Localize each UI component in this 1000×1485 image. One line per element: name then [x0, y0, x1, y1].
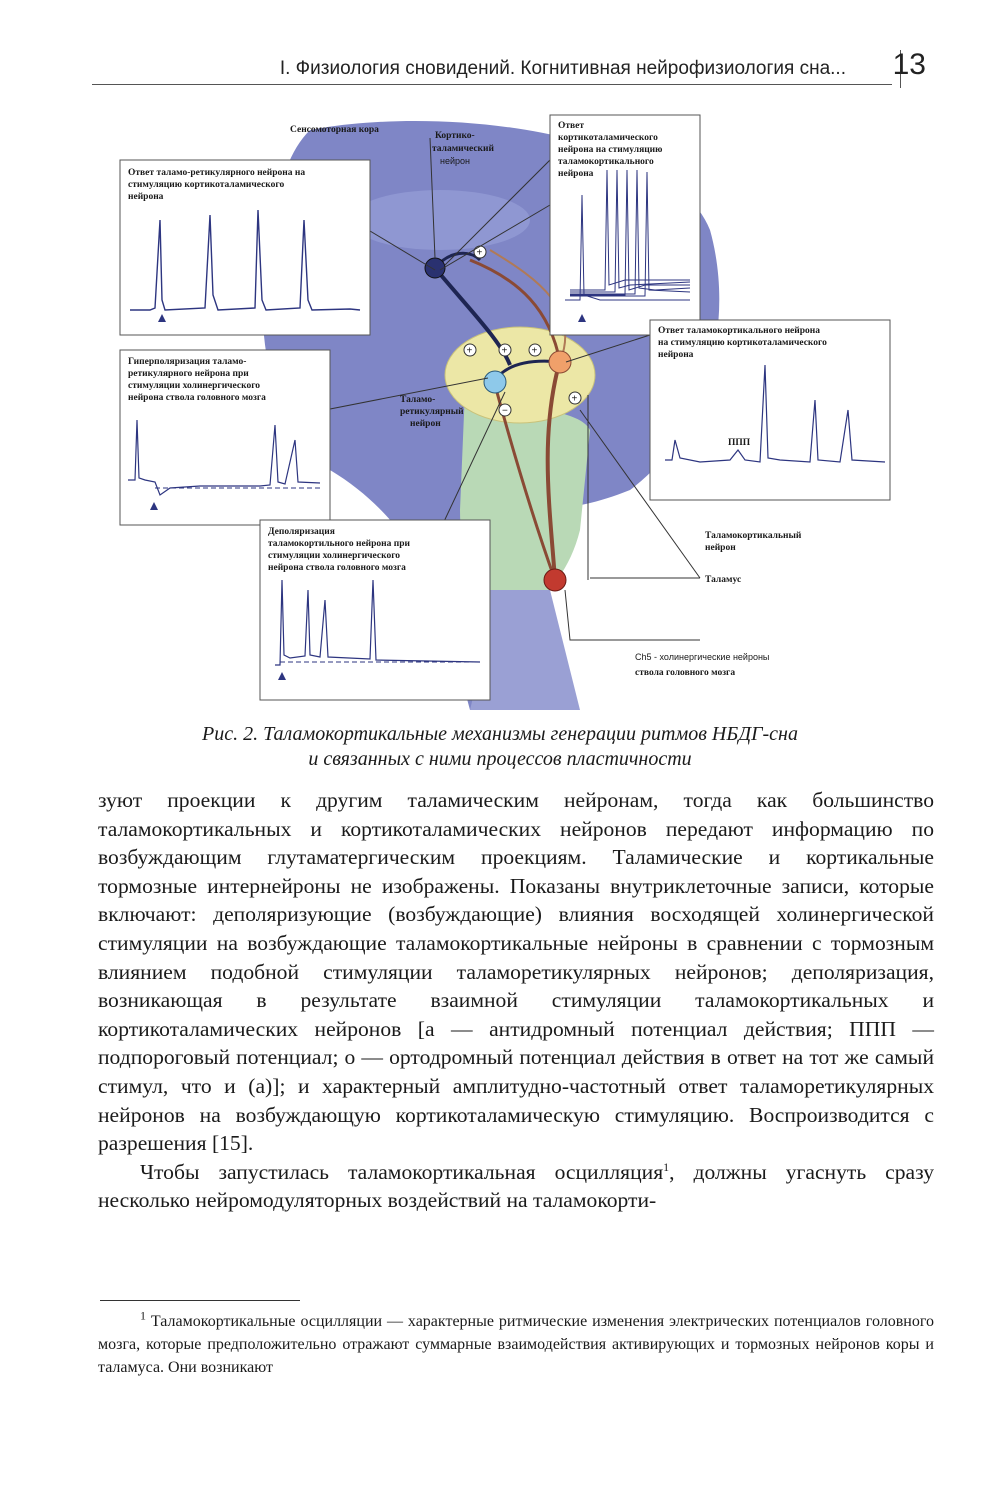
footnote: 1 Таламокортикальные осцилляции — характ… — [98, 1310, 934, 1379]
label-cortico-2: таламический — [432, 143, 494, 154]
label-tc-neuron-1: Таламокортикальный — [705, 530, 802, 541]
svg-text:+: + — [572, 394, 578, 405]
footnote-ref[interactable]: 1 — [663, 1159, 670, 1174]
corticothalamic-neuron — [424, 257, 446, 279]
panel3-title-2: таламокортильного нейрона при — [268, 538, 411, 549]
panel5-ppp-label: ППП — [728, 438, 751, 448]
panel4-title-2: кортикоталамического — [558, 133, 658, 143]
panel3-title-1: Деполяризация — [268, 527, 335, 537]
synapse-markers: + + + + + − — [463, 245, 582, 417]
label-ch5-1: Ch5 - холинергические нейроны — [635, 652, 769, 662]
axon-thalamocortical — [469, 258, 562, 363]
footnote-text: Таламокортикальные осцилляции — характер… — [98, 1313, 934, 1376]
svg-text:−: − — [502, 406, 508, 417]
panel5-title-1: Ответ таламокортикального нейрона — [658, 325, 820, 336]
body-text: зуют проекции к другим таламическим нейр… — [98, 786, 934, 1215]
thalamus-pointer — [579, 409, 701, 579]
label-ch5-2: ствола головного мозга — [635, 668, 735, 678]
panel2-title-4: нейрона ствола головного мозга — [128, 392, 266, 403]
axon-cholinergic — [545, 367, 560, 581]
panel2-title-3: стимуляции холинергического — [128, 381, 260, 391]
label-cortico-3: нейрон — [440, 156, 470, 166]
paragraph-2-start: Чтобы запустилась таламокортикальная осц… — [140, 1159, 664, 1184]
panel2-stim-marker — [150, 502, 158, 510]
panel5-title-3: нейрона — [658, 349, 694, 360]
paragraph-2: Чтобы запустилась таламокортикальная осц… — [98, 1158, 934, 1215]
label-sensorimotor-cortex: Сенсомоторная кора — [290, 125, 379, 135]
svg-text:+: + — [477, 248, 483, 259]
label-tc-neuron-2: нейрон — [705, 542, 736, 553]
figure-caption: Рис. 2. Таламокортикальные механизмы ген… — [100, 722, 900, 772]
panel4-traces — [565, 169, 691, 301]
label-thalamoreticular-2: ретикулярный — [400, 406, 464, 417]
panel2-title-2: ретикулярного нейрона при — [128, 368, 249, 379]
thalamus-region — [444, 326, 596, 424]
header-title: I. Физиология сновидений. Когнитивная не… — [279, 58, 846, 79]
caption-line-2: и связанных с ними процессов пластичност… — [308, 748, 692, 770]
panel3-stim-marker — [278, 672, 286, 680]
figure-thalamocortical: + + + + + − Ответ таламо-ретикулярного н… — [110, 110, 900, 715]
running-header: I. Физиология сновидений. Когнитивная не… — [92, 46, 926, 88]
caption-line-1: Рис. 2. Таламокортикальные механизмы ген… — [202, 723, 798, 745]
axon-corticothalamic — [433, 266, 512, 366]
panel3-trace — [275, 579, 481, 666]
svg-text:+: + — [502, 346, 508, 357]
panel2-title-1: Гиперполяризация таламо- — [128, 357, 246, 367]
panel5-title-2: на стимуляцию кортикоталамического — [658, 338, 827, 348]
paragraph-1: зуют проекции к другим таламическим нейр… — [98, 788, 934, 1156]
panel1-trace — [130, 209, 361, 311]
panel1-stim-marker — [158, 314, 166, 322]
panel-corticothalamic-response: Ответ кортикоталамического нейрона на ст… — [549, 114, 701, 336]
label-thalamus: Таламус — [705, 575, 741, 585]
panel3-title-4: нейрона ствола головного мозга — [268, 562, 406, 573]
panel4-title-3: нейрона на стимуляцию — [558, 144, 662, 155]
label-thalamoreticular-3: нейрон — [410, 418, 441, 429]
panel3-title-3: стимуляции холинергического — [268, 551, 400, 561]
footnote-rule — [100, 1300, 300, 1301]
thalamocortical-neuron — [548, 350, 572, 374]
panel4-stim-marker — [578, 314, 586, 322]
cortex-lobe-upper — [350, 190, 530, 250]
header-divider — [900, 50, 901, 88]
brainstem-region — [460, 390, 590, 610]
panel1-title-2: стимуляцию кортикоталамического — [128, 180, 284, 190]
panel-depolarization: Деполяризация таламокортильного нейрона … — [259, 519, 491, 701]
panel1-title-3: нейрона — [128, 191, 164, 202]
cholinergic-neuron — [543, 568, 567, 592]
header-rule — [92, 84, 892, 85]
svg-text:+: + — [467, 346, 473, 357]
panel1-title-1: Ответ таламо-ретикулярного нейрона на — [128, 167, 305, 178]
panel4-title-1: Ответ — [558, 121, 584, 131]
thalamoreticular-neuron — [483, 370, 507, 394]
panel4-title-5: нейрона — [558, 168, 594, 179]
panel4-title-4: таламокортикального — [558, 157, 654, 167]
page-number: 13 — [892, 48, 926, 81]
svg-text:+: + — [532, 346, 538, 357]
panel-hyperpolarization: Гиперполяризация таламо- ретикулярного н… — [119, 349, 331, 526]
panel5-trace — [665, 364, 886, 463]
figure-illustration: + + + + + − Ответ таламо-ретикулярного н… — [119, 114, 891, 710]
pons-region — [470, 590, 580, 710]
label-thalamoreticular-1: Таламо- — [400, 395, 435, 405]
panel-thalamocortical-response: Ответ таламокортикального нейрона на сти… — [649, 319, 891, 501]
panel-thalamoreticular-response: Ответ таламо-ретикулярного нейрона на ст… — [119, 159, 371, 336]
footnote-marker: 1 — [140, 1308, 146, 1323]
callout-lines — [324, 134, 700, 641]
paragraph-2-end: , должны угаснуть сразу несколько нейром… — [98, 1159, 934, 1213]
panel2-trace — [128, 419, 321, 496]
label-cortico-1: Кортико- — [435, 131, 475, 141]
